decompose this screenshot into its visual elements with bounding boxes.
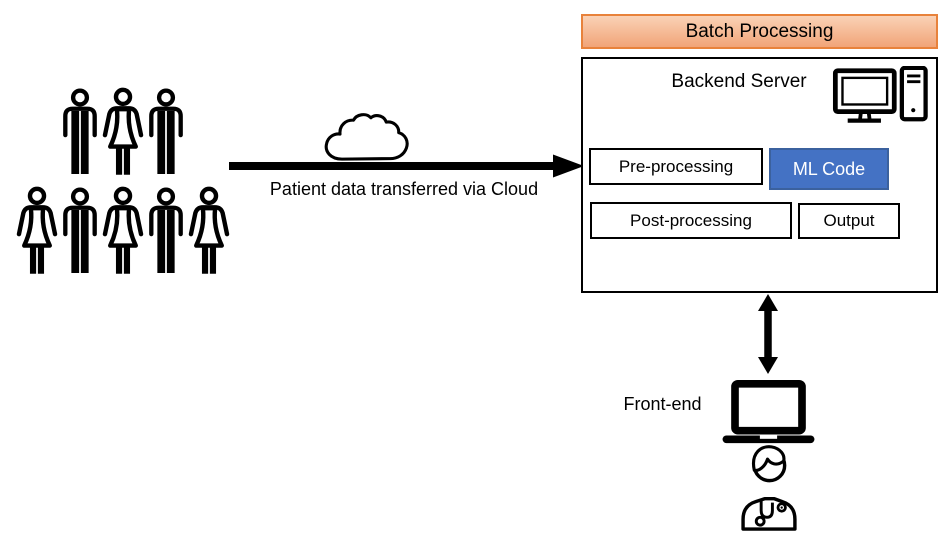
transfer-caption: Patient data transferred via Cloud [269,179,539,199]
ml-code-box: ML Code [769,148,889,190]
patients-row-bottom [8,185,238,278]
output-box: Output [798,203,900,239]
frontend-label: Front-end [623,394,702,414]
woman-icon [15,185,59,278]
man-icon [61,86,99,179]
desktop-computer-icon [832,66,928,123]
batch-processing-header: Batch Processing [581,14,938,49]
double-arrow-icon [758,294,778,374]
patients-group [8,86,238,278]
man-icon [61,185,99,278]
woman-icon [187,185,231,278]
data-transfer-arrow-icon [229,154,584,178]
cloud-icon [324,113,409,161]
laptop-icon [722,379,815,444]
post-processing-box: Post-processing [590,202,792,239]
man-icon [147,185,185,278]
woman-icon [101,86,145,179]
man-icon [147,86,185,179]
woman-icon [101,185,145,278]
backend-server-title: Backend Server [671,71,807,92]
pre-processing-box: Pre-processing [589,148,763,185]
doctor-icon [741,445,797,531]
patients-row-top [8,86,238,179]
backend-server-box: Backend Server Pre-processing ML Code Po… [581,57,938,293]
